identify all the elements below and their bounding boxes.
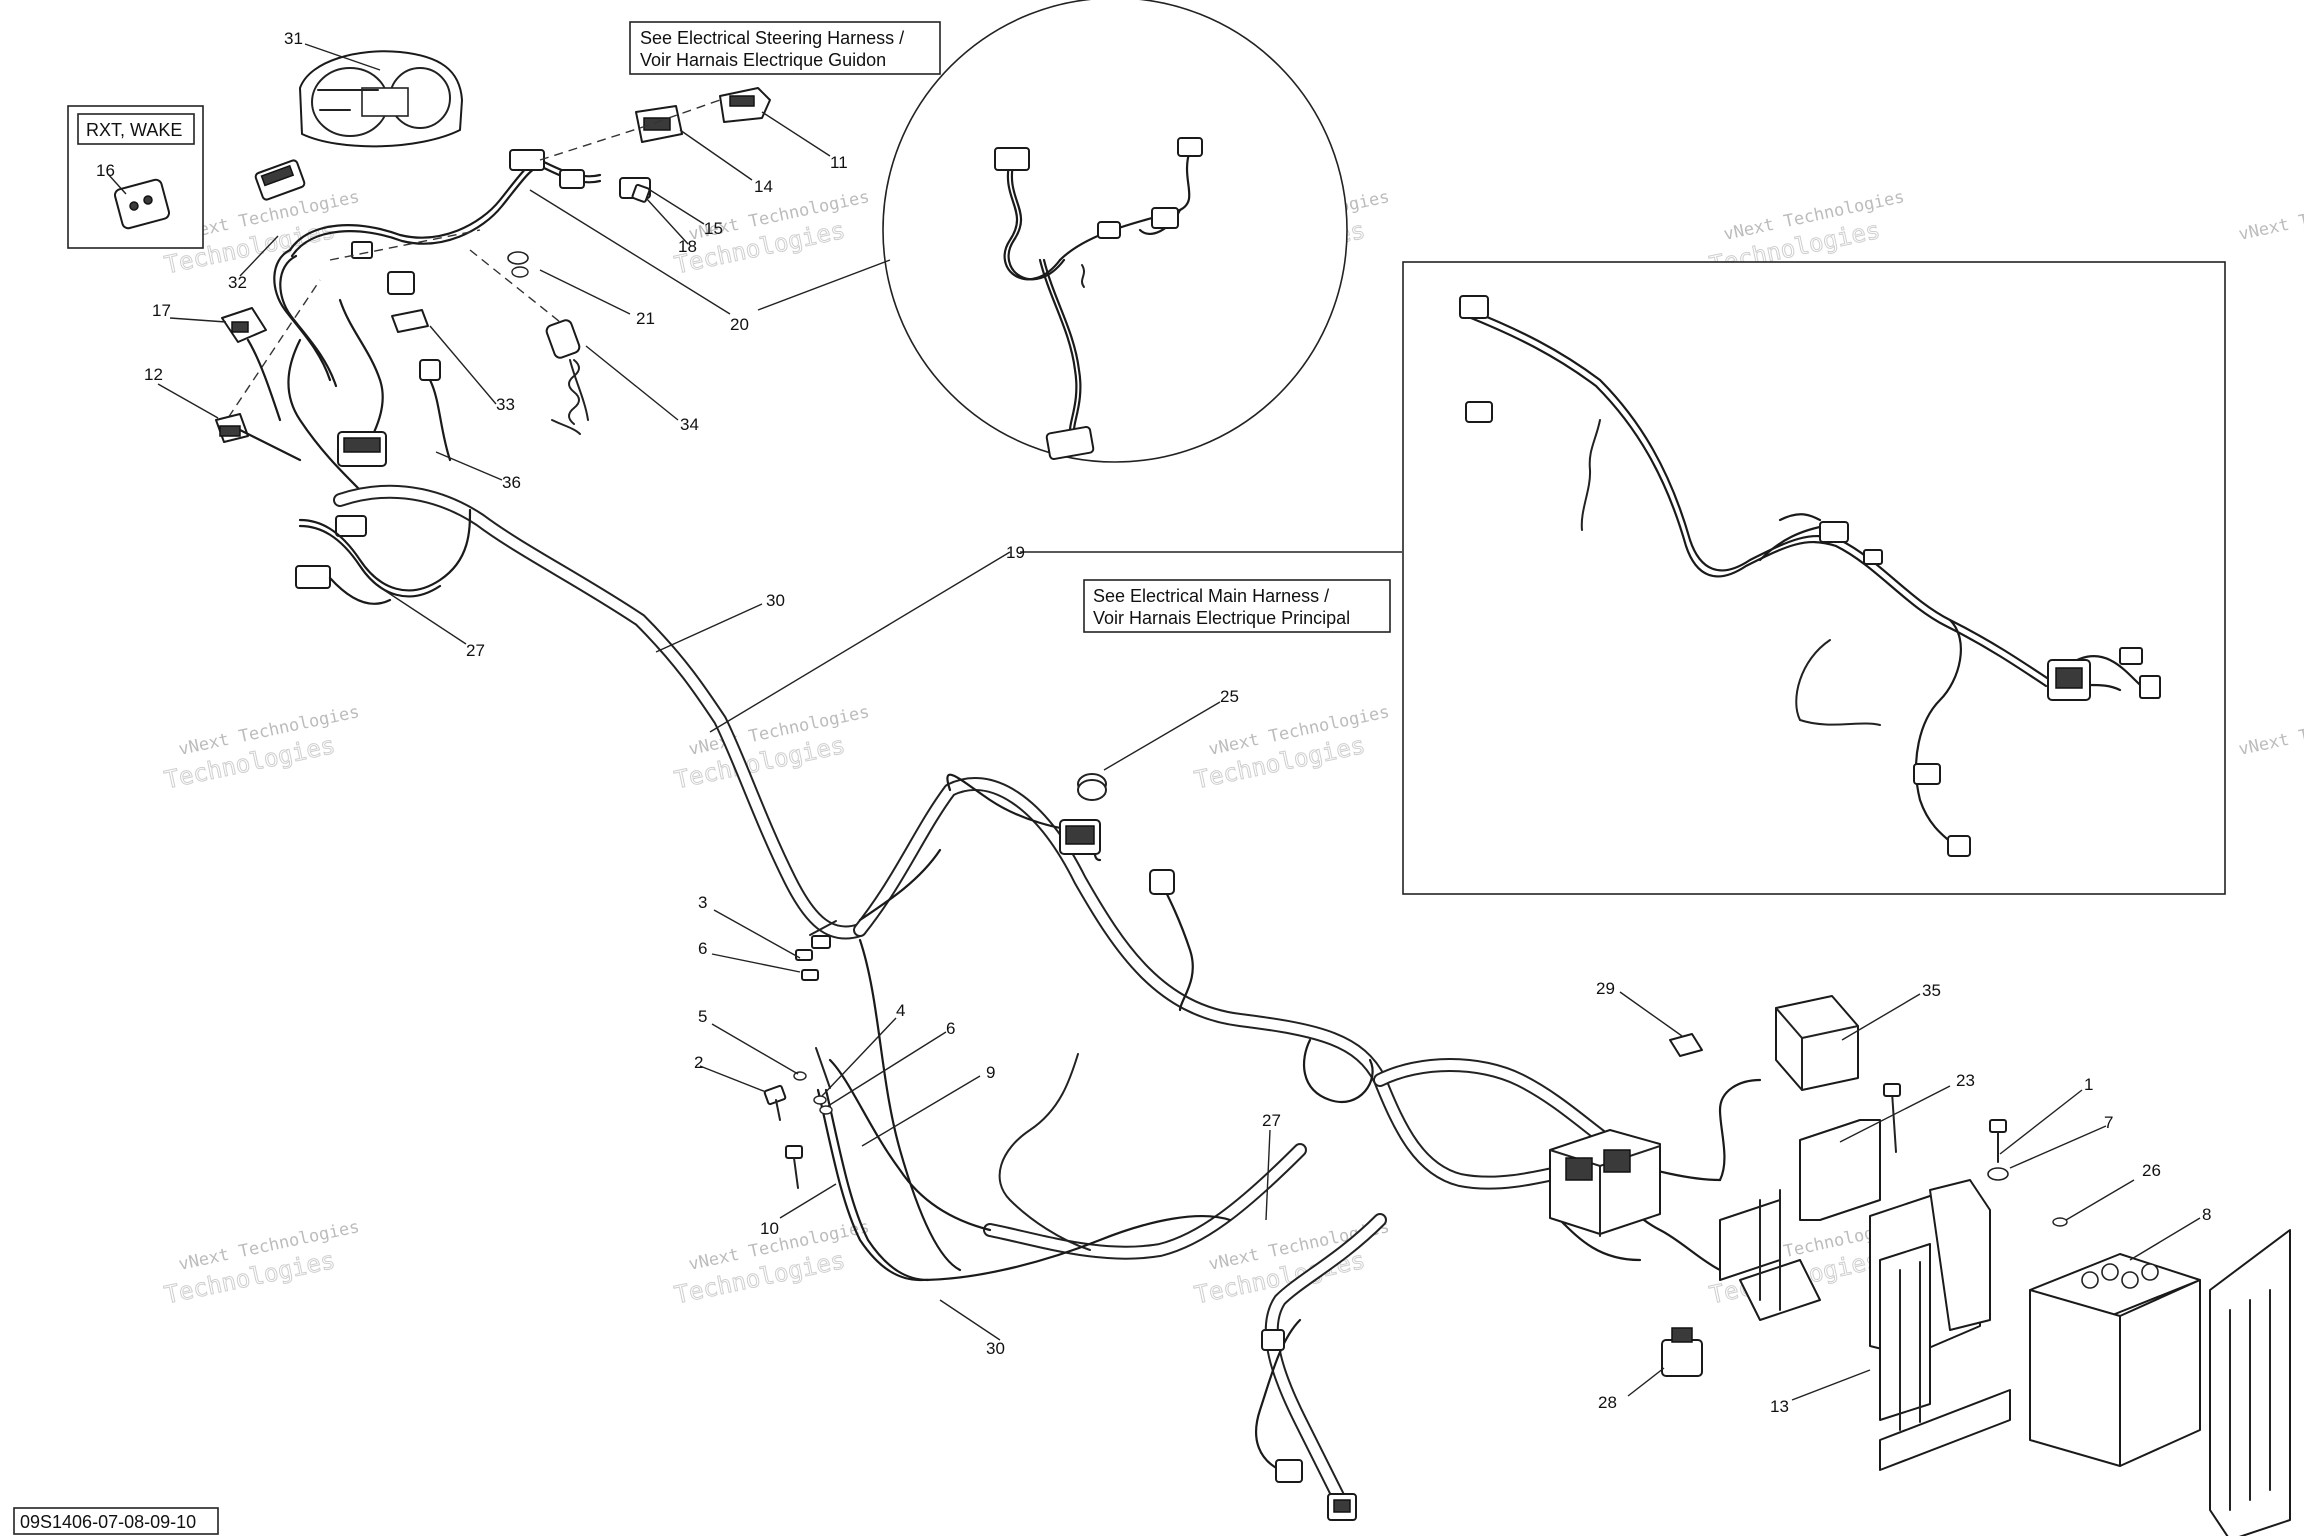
callout-32: 32 [228,273,247,292]
callout-28: 28 [1598,1393,1617,1412]
left-switches [215,307,302,462]
callout-33: 33 [496,395,515,414]
callout-11: 11 [830,153,848,172]
callout-4: 4 [896,1001,905,1020]
callout-18: 18 [678,237,697,256]
callout-30b: 30 [986,1339,1005,1358]
steering-harness [273,149,602,492]
tether-cord [507,251,589,435]
main-note-line2: Voir Harnais Electrique Principal [1093,608,1350,628]
cluster-assembly [254,50,463,201]
callout-labels: 31 16 11 14 15 18 20 32 17 12 21 33 34 3… [96,29,2211,1416]
callout-12: 12 [144,365,163,384]
callout-26: 26 [2142,1161,2161,1180]
callout-3: 3 [698,893,707,912]
callout-16: 16 [96,161,115,180]
callout-23: 23 [1956,1071,1975,1090]
battery [2029,1253,2201,1467]
callout-13: 13 [1770,1397,1789,1416]
leader-lines [107,43,2201,1401]
callout-10: 10 [760,1219,779,1238]
main-harness-detail [1402,261,2226,895]
callout-19: 19 [1006,543,1025,562]
callout-30a: 30 [766,591,785,610]
callout-34: 34 [680,415,699,434]
battery-cover [2209,1229,2291,1536]
callout-35: 35 [1922,981,1941,1000]
callout-8: 8 [2202,1205,2211,1224]
callout-20: 20 [730,315,749,334]
model-box: RXT, WAKE [67,105,204,249]
callout-36: 36 [502,473,521,492]
model-box-label: RXT, WAKE [86,120,182,140]
main-harness [295,484,1762,1521]
main-harness-note: See Electrical Main Harness / Voir Harna… [1083,579,1391,633]
callout-1: 1 [2084,1075,2093,1094]
steering-note-line1: See Electrical Steering Harness / [640,28,904,48]
watermark-text: vNext Technologies [2237,187,2304,245]
callout-9: 9 [986,1063,995,1082]
callout-27a: 27 [466,641,485,660]
center-connectors [335,309,452,537]
callout-29: 29 [1596,979,1615,998]
callout-15: 15 [704,219,723,238]
callout-27b: 27 [1262,1111,1281,1130]
callout-17: 17 [152,301,171,320]
callout-25: 25 [1220,687,1239,706]
steering-note-line2: Voir Harnais Electrique Guidon [640,50,886,70]
watermark-text: vNext Technologies [2237,702,2304,760]
steering-harness-detail [882,0,1348,463]
callout-7: 7 [2104,1113,2113,1132]
drawing-code-box: 09S1406-07-08-09-10 [13,1507,219,1535]
callout-6a: 6 [698,939,707,958]
fasteners [763,1047,833,1189]
steering-small-parts [219,87,771,431]
callout-2: 2 [694,1053,703,1072]
steering-harness-note: See Electrical Steering Harness / Voir H… [629,21,941,75]
callout-6b: 6 [946,1019,955,1038]
main-note-line1: See Electrical Main Harness / [1093,586,1329,606]
fuse-box-area [1549,995,2068,1377]
battery-tray [1869,1179,2011,1471]
callout-14: 14 [754,177,773,196]
callout-21: 21 [636,309,655,328]
callout-31: 31 [284,29,303,48]
callout-5: 5 [698,1007,707,1026]
drawing-code: 09S1406-07-08-09-10 [20,1512,196,1532]
